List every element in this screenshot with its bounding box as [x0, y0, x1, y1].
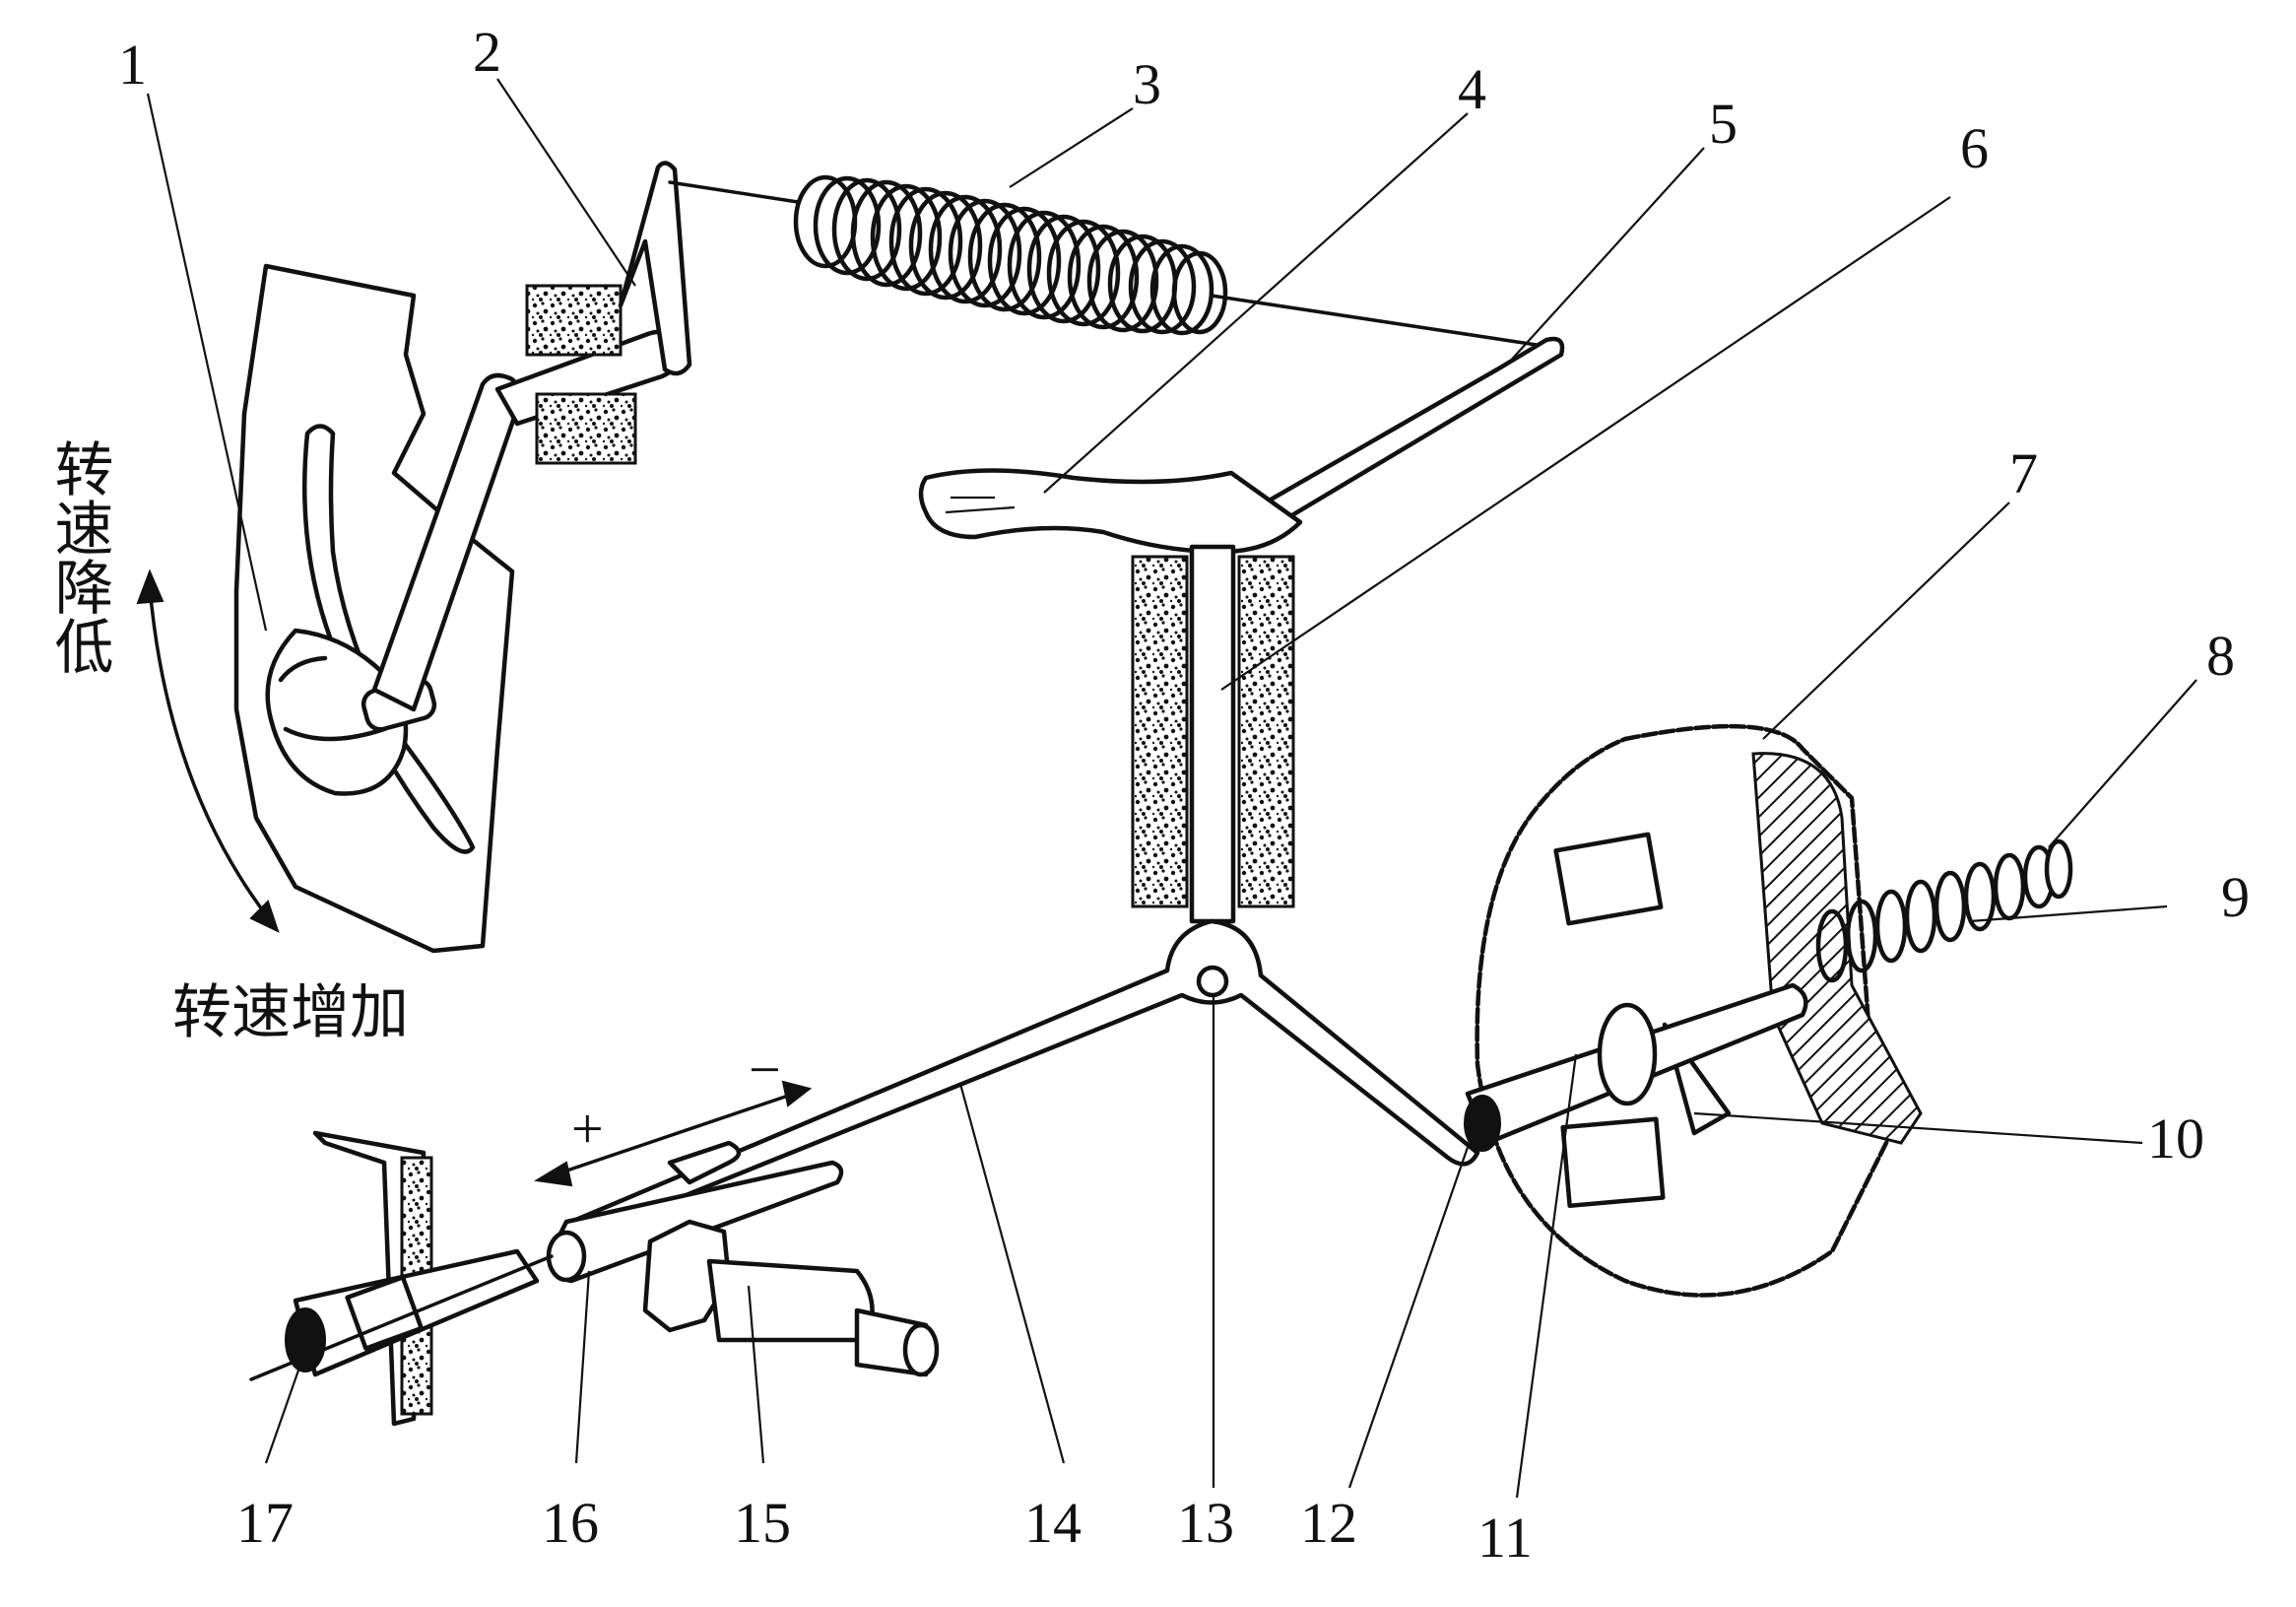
label-3: 3 — [1133, 52, 1161, 116]
label-13: 13 — [1177, 1491, 1234, 1555]
label-7: 7 — [2009, 441, 2038, 505]
governor-lever — [918, 336, 1565, 555]
speed-direction-arrow — [136, 569, 280, 933]
fork-lever — [561, 918, 1480, 1244]
spring-rod — [668, 180, 1539, 347]
fuel-pinion — [642, 1219, 940, 1377]
label-17: 17 — [236, 1491, 294, 1555]
label-6: 6 — [1960, 116, 1989, 180]
flyweight-gear — [1475, 723, 1923, 1298]
governor-shaft — [1131, 544, 1295, 924]
lever-bracket — [525, 161, 692, 465]
governor-spring — [793, 174, 1228, 336]
part-labels: 1 2 3 4 5 6 7 8 9 10 11 12 13 14 15 16 1… — [118, 20, 2250, 1570]
speed-decrease-label: 转速降低 — [44, 438, 113, 675]
plus-sign: + — [571, 1097, 604, 1161]
label-16: 16 — [542, 1491, 599, 1555]
label-11: 11 — [1477, 1506, 1533, 1570]
speed-increase-label: 转速增加 — [172, 978, 409, 1047]
drive-shaft — [1464, 838, 2073, 1152]
rod-direction-arrow — [534, 1080, 813, 1187]
label-5: 5 — [1709, 92, 1738, 156]
control-lever-plate — [233, 263, 515, 954]
label-4: 4 — [1458, 57, 1486, 121]
label-8: 8 — [2206, 624, 2235, 688]
label-9: 9 — [2221, 865, 2250, 929]
leader-lines — [146, 78, 2198, 1499]
label-15: 15 — [734, 1491, 791, 1555]
label-14: 14 — [1024, 1491, 1082, 1555]
label-2: 2 — [473, 20, 501, 84]
minus-sign: − — [749, 1038, 781, 1102]
label-12: 12 — [1300, 1491, 1357, 1555]
label-10: 10 — [2147, 1106, 2204, 1171]
label-1: 1 — [118, 33, 147, 97]
adjusting-screw — [249, 1130, 554, 1427]
